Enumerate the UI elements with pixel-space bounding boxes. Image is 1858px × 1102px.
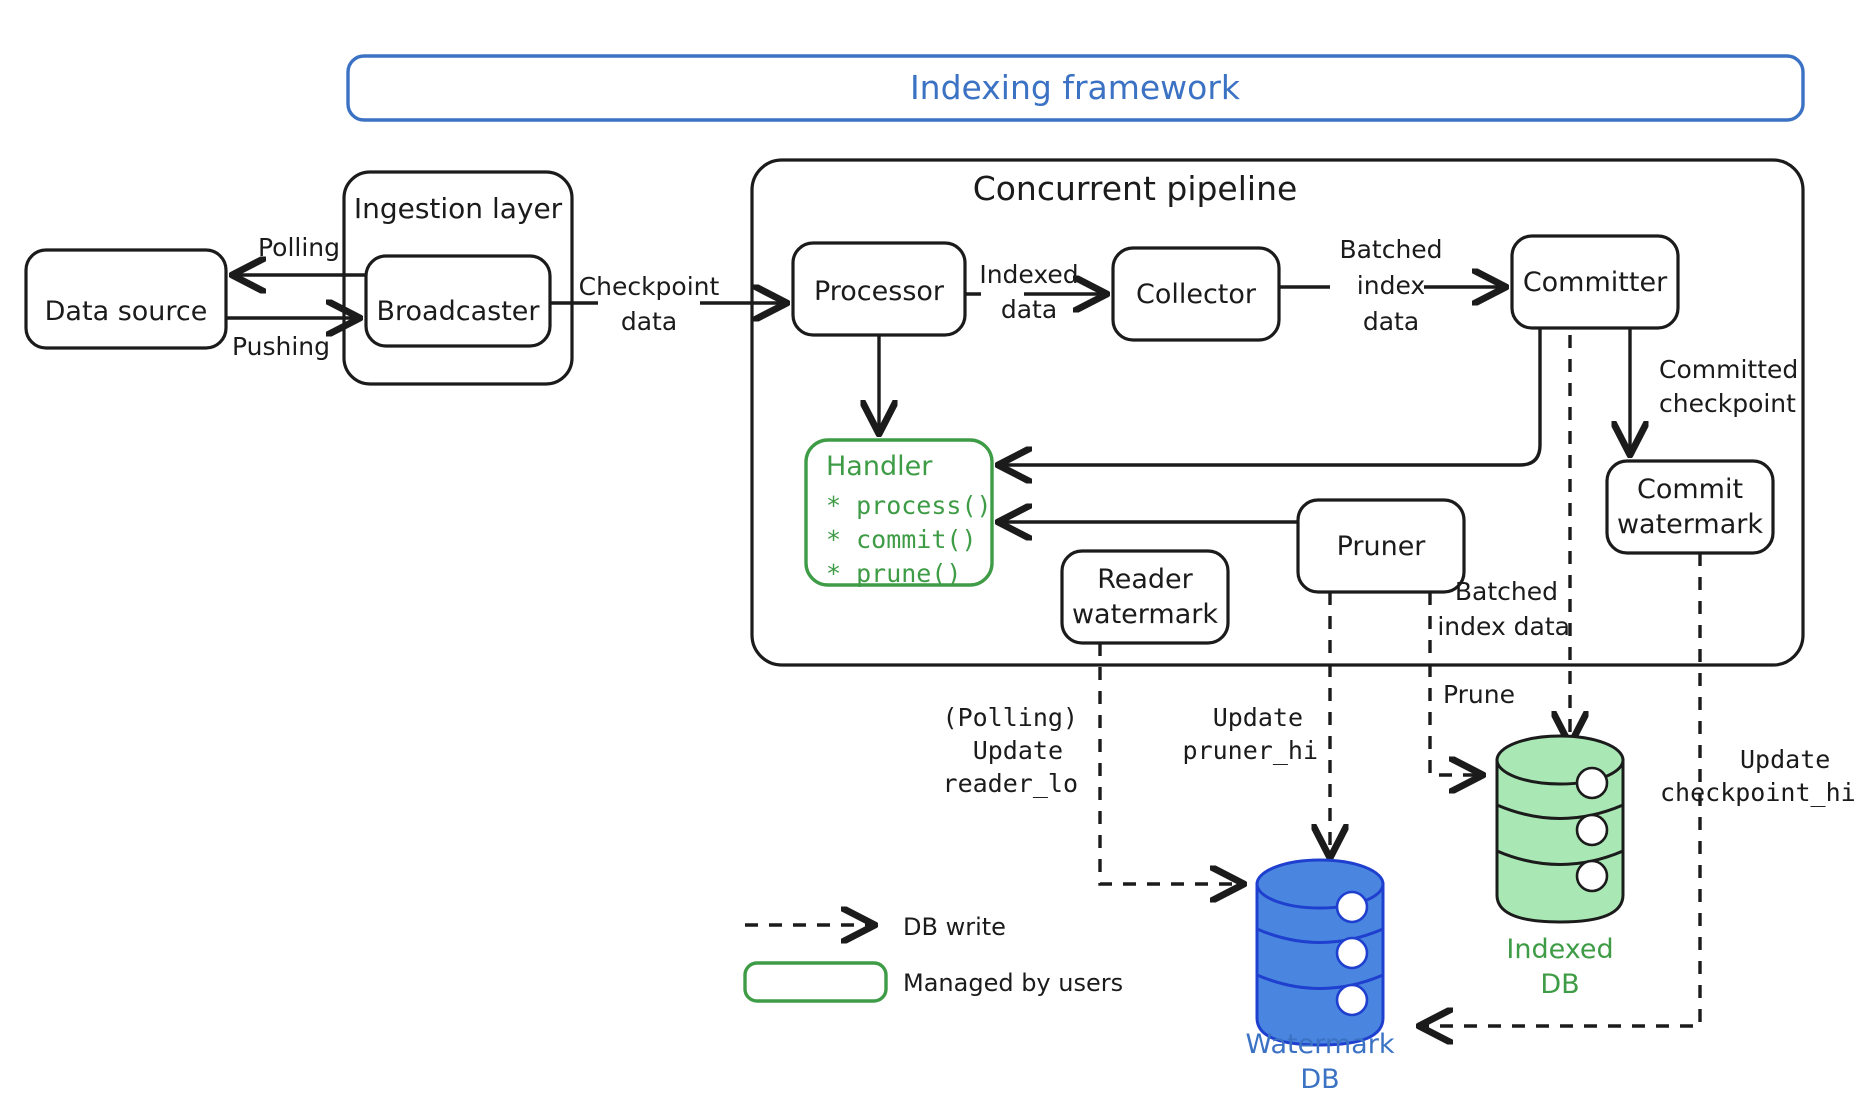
indexing-framework-frame [346,54,1805,122]
edge-batched-index-line2: index [1357,271,1425,300]
edge-prune-label: Prune [1443,680,1515,709]
legend-db-write-label: DB write [903,913,1006,941]
edge-prune-db-write [1428,592,1480,775]
node-committer-label: Committer [1523,267,1668,298]
edge-checkpoint-data-line2: data [621,307,677,336]
edge-reader-line2: Update [973,736,1063,765]
edge-batched-db-line1: Batched [1455,577,1558,606]
edge-pruner-hi-line1: Update [1213,703,1303,732]
node-data-source[interactable] [24,248,228,350]
legend-managed-swatch [743,961,888,1003]
node-handler[interactable] [804,438,994,587]
handler-method-process: * process() [826,491,992,520]
database-indexed[interactable] [1495,734,1625,924]
edge-checkpoint-hi-line1: Update [1740,745,1830,774]
node-handler-title: Handler [826,451,933,482]
edge-batched-index-line3: data [1363,307,1419,336]
database-watermark-line1: Watermark [1246,1029,1395,1060]
legend: DB write Managed by users [743,913,1123,1003]
database-watermark[interactable] [1255,858,1385,1047]
edge-committed-checkpoint-line2: checkpoint [1659,389,1796,418]
edge-checkpoint-hi-db-write [1422,553,1702,1026]
node-commit-watermark-line1: Commit [1637,474,1743,505]
edge-batched-index-line1: Batched [1339,235,1442,264]
node-pruner[interactable] [1296,498,1466,594]
edge-indexed-data-line1: Indexed [979,260,1078,289]
node-reader-watermark-line1: Reader [1097,564,1193,595]
handler-method-commit: * commit() [826,525,977,554]
node-data-source-label: Data source [45,296,208,327]
node-commit-watermark-line2: watermark [1617,509,1763,540]
node-reader-watermark[interactable] [1060,549,1230,645]
node-reader-watermark-line2: watermark [1072,599,1218,630]
concurrent-pipeline-title: Concurrent pipeline [973,169,1298,208]
edge-polling-label: Polling [258,233,340,262]
concurrent-pipeline-group [750,158,1805,667]
database-indexed-line2: DB [1540,969,1579,1000]
edge-committed-checkpoint-line1: Committed [1659,355,1798,384]
edge-checkpoint-hi-line2: checkpoint_hi [1660,778,1856,807]
edge-batched-db-line2: index data [1437,612,1570,641]
database-watermark-line2: DB [1300,1064,1339,1095]
edge-reader-line1: (Polling) [943,703,1078,732]
node-broadcaster[interactable] [364,254,552,348]
edge-pruner-hi-line2: pruner_hi [1183,736,1318,765]
node-pruner-label: Pruner [1337,531,1427,562]
ingestion-layer-title: Ingestion layer [354,192,563,225]
edge-checkpoint-data-line1: Checkpoint [579,272,720,301]
node-processor-label: Processor [814,276,945,307]
edge-reader-watermark-db-write [1098,643,1241,884]
database-indexed-line1: Indexed [1506,934,1613,965]
edge-pushing-label: Pushing [232,332,330,361]
edge-committer-to-handler [1001,328,1542,465]
indexing-framework-title: Indexing framework [910,68,1241,107]
node-collector-label: Collector [1136,279,1257,310]
node-broadcaster-label: Broadcaster [377,296,541,327]
handler-method-prune: * prune() [826,559,961,588]
legend-managed-label: Managed by users [903,969,1123,997]
edge-reader-line3: reader_lo [943,769,1078,798]
edge-indexed-data-line2: data [1001,295,1057,324]
ingestion-layer-group [342,170,574,386]
node-commit-watermark[interactable] [1605,459,1775,555]
